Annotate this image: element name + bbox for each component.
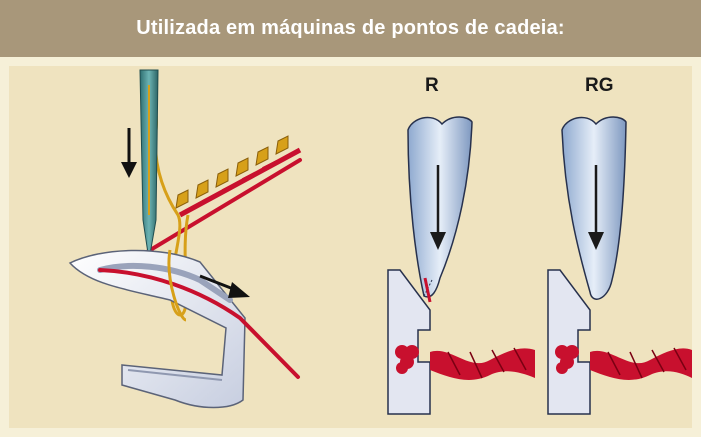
looper xyxy=(68,249,246,409)
header-bar: Utilizada em máquinas de pontos de cadei… xyxy=(0,0,701,57)
variant-rg-label: RG xyxy=(585,75,614,96)
r-plate xyxy=(387,269,431,415)
chain-stitch-illustration xyxy=(68,69,302,409)
stitch-chain xyxy=(175,135,302,218)
r-needle xyxy=(407,116,473,298)
rg-down-arrow-icon xyxy=(588,165,604,250)
variant-r-illustration xyxy=(387,116,535,415)
rg-needle xyxy=(561,116,627,300)
rg-plate xyxy=(547,269,591,415)
down-arrow-icon xyxy=(121,128,137,178)
teal-needle xyxy=(139,69,159,261)
red-thread xyxy=(140,158,302,257)
red-thread-looper xyxy=(98,268,300,379)
variant-r-label: R xyxy=(425,75,439,96)
r-down-arrow-icon xyxy=(430,165,446,250)
rg-rope xyxy=(555,345,692,380)
variant-rg-illustration xyxy=(547,116,692,415)
gold-loop xyxy=(167,249,187,322)
header-title: Utilizada em máquinas de pontos de cadei… xyxy=(136,17,565,39)
r-rope xyxy=(395,345,535,380)
right-arrow-icon xyxy=(199,274,250,298)
